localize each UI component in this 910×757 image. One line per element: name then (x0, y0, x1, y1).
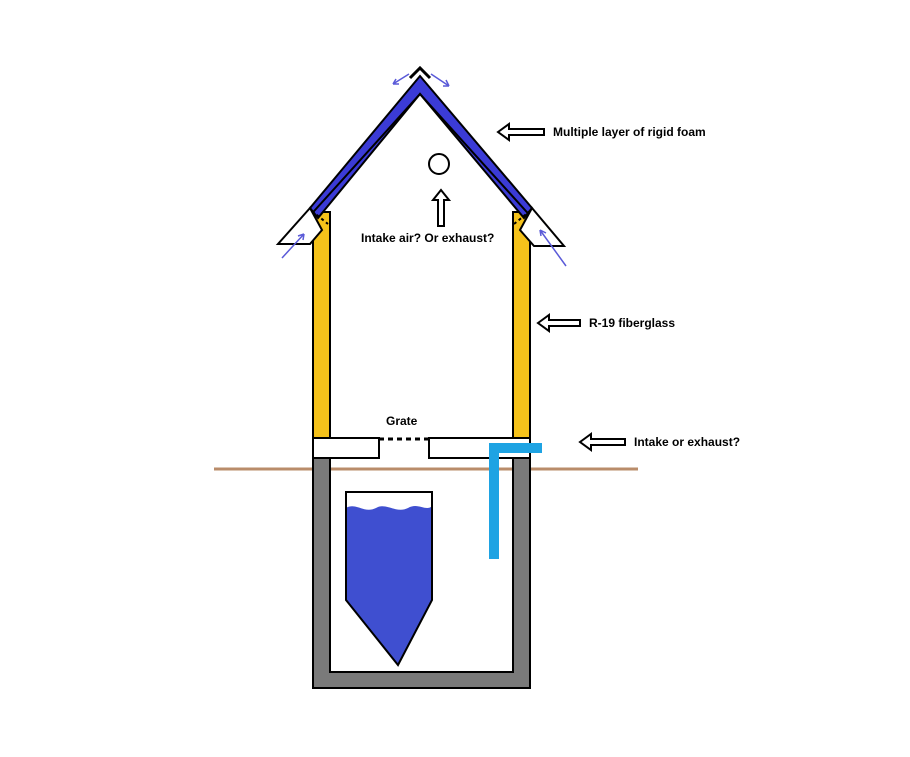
hollow-left-arrow-icon-wall (536, 313, 581, 333)
intake-pipe (489, 443, 542, 559)
tank-outline (345, 491, 433, 667)
roof-inner-line (305, 92, 535, 221)
airflow-arrows (281, 73, 567, 267)
wall-right-fiberglass (512, 211, 531, 439)
airflow-arrow-eave-right-icon (539, 229, 567, 267)
roof-eave-left (275, 206, 324, 245)
hollow-left-arrow-icon-pipe (578, 432, 626, 452)
airflow-arrow-ridge-right-icon (430, 73, 450, 87)
label-grate: Grate (386, 414, 418, 428)
label-fiberglass: R-19 fiberglass (589, 316, 675, 330)
airflow-arrow-ridge-left-icon (392, 73, 410, 85)
airflow-arrow-eave-left-icon (281, 233, 305, 259)
hollow-up-arrow-icon (430, 188, 452, 227)
water-tank (345, 491, 433, 667)
wall-left-fiberglass (312, 211, 331, 439)
roof-eave-right (518, 206, 567, 247)
label-roof-vent: Intake air? Or exhaust? (361, 231, 494, 245)
hollow-left-arrow-icon-roof (496, 122, 545, 142)
label-pipe: Intake or exhaust? (634, 435, 740, 449)
label-rigid-foam: Multiple layer of rigid foam (553, 125, 706, 139)
ridge-vent-cap (408, 65, 432, 80)
floor-slab-left (312, 437, 380, 459)
tank-water (346, 506, 432, 665)
roof-vent-opening (428, 153, 450, 175)
roof-rigid-foam (308, 74, 534, 220)
